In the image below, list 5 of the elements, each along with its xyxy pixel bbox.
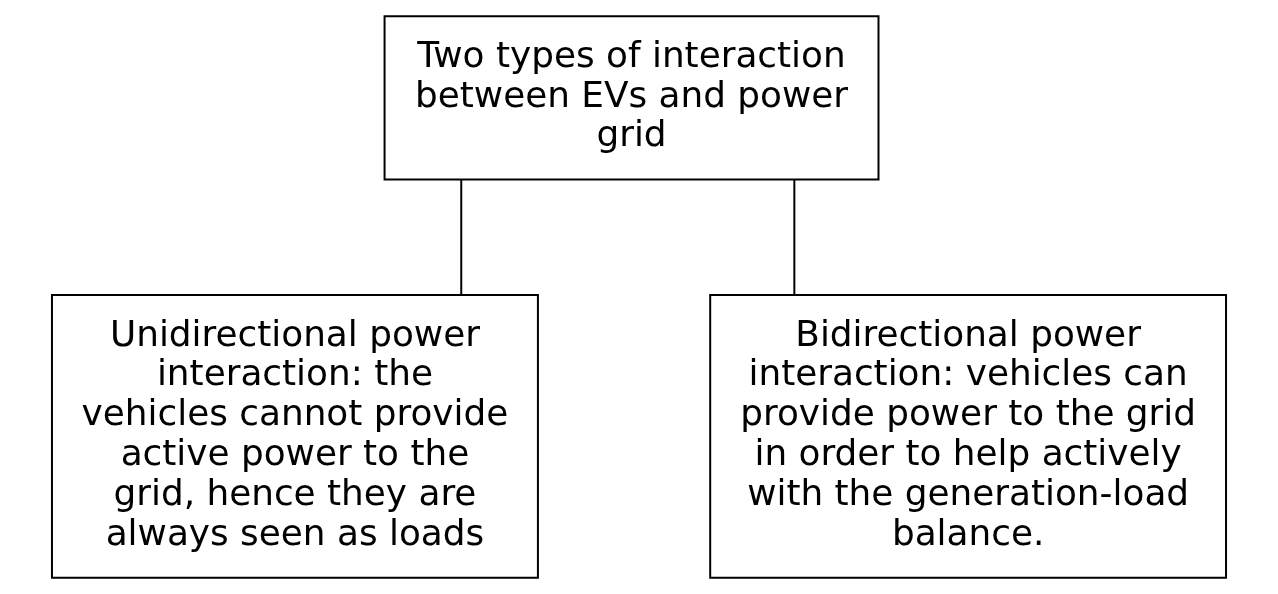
node-box: Bidirectional power interaction: vehicles can provide power to the grid in order to help actively with the generation-load balance. <box>709 294 1228 579</box>
node-box: Unidirectional power interaction: the vehicles cannot provide active power to the grid, hence they are always seen as loads <box>50 294 539 579</box>
connector <box>460 178 463 296</box>
connector <box>793 178 796 296</box>
node-box: Two types of interaction between EVs and power grid <box>383 15 880 181</box>
